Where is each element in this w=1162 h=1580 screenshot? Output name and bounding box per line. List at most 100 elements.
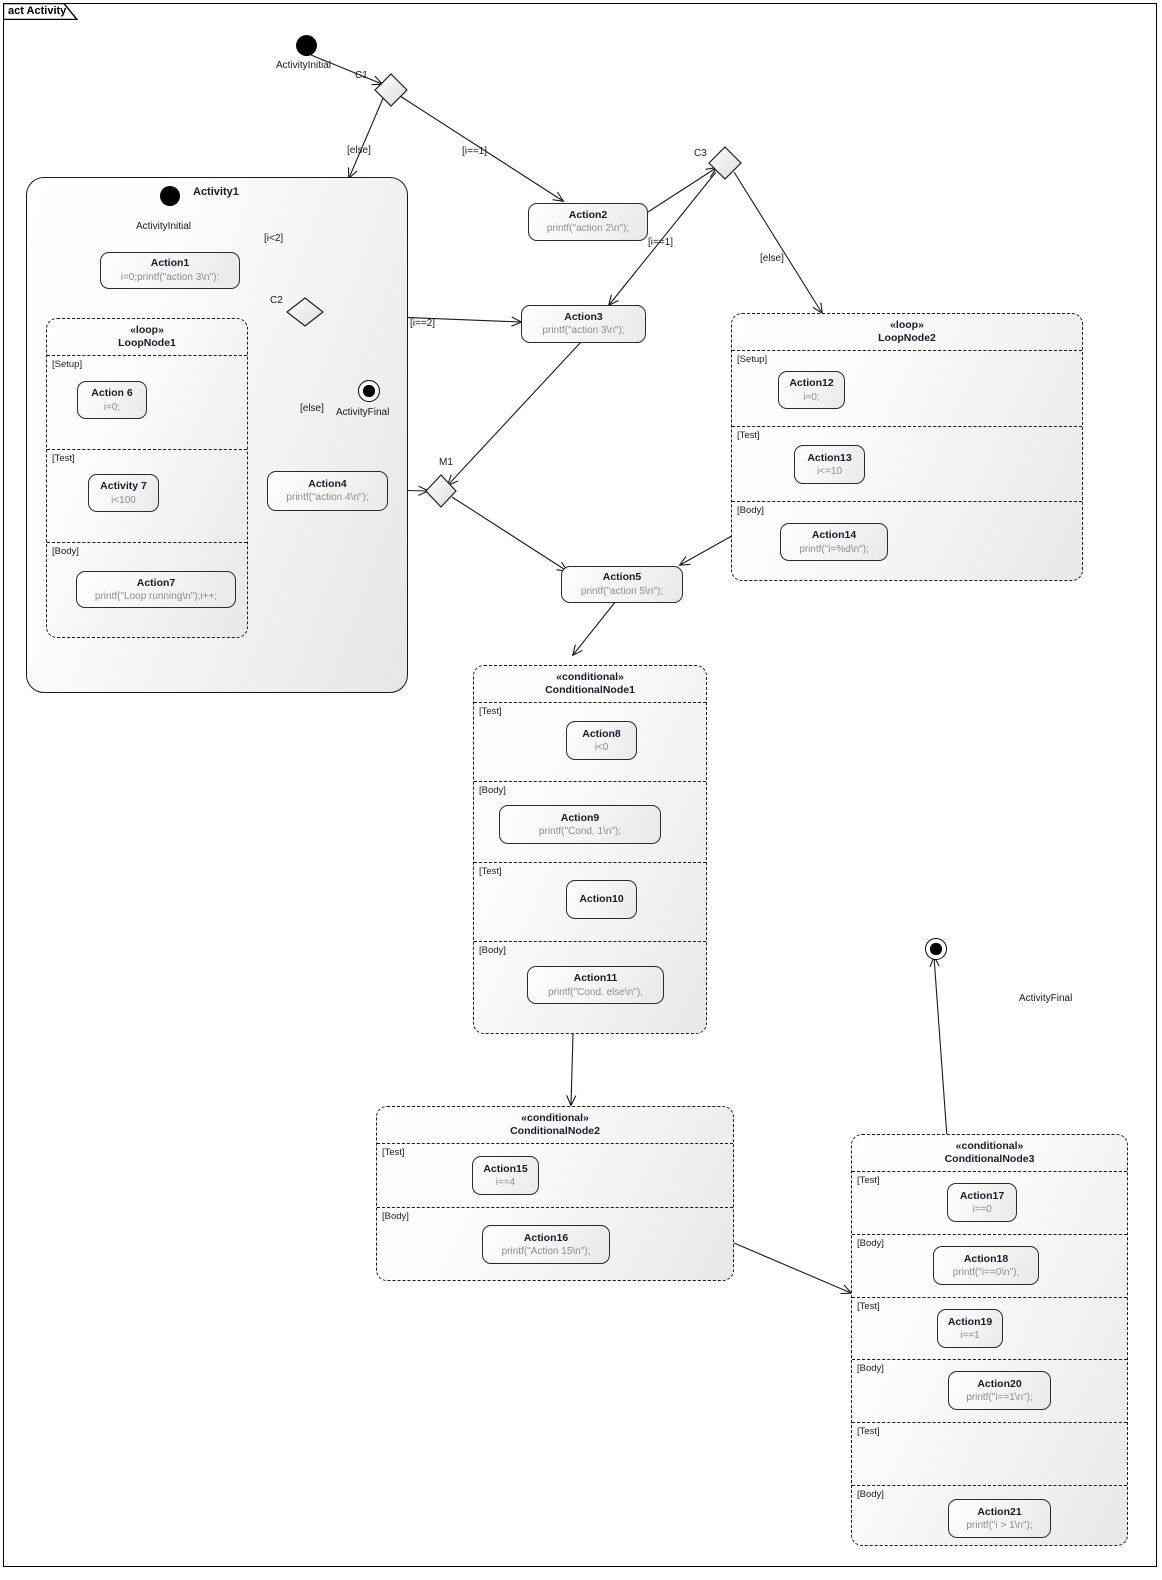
action-name: Action2 — [568, 208, 608, 221]
guard-c2-i-lt-2: [i<2] — [264, 233, 284, 244]
section-label: [Test] — [382, 1147, 405, 1159]
action-node-action3[interactable]: Action3 printf("action 3\n"); — [521, 305, 646, 343]
section-label: [Test] — [857, 1301, 880, 1313]
structured-node-conditionalnode2[interactable]: «conditional» ConditionalNode2 [Test] Ac… — [376, 1106, 734, 1281]
action-body: i=0; — [803, 391, 820, 403]
section-label: [Body] — [479, 785, 506, 797]
action-node-action13[interactable]: Action13 i<=10 — [794, 445, 865, 485]
activity-initial-node-top[interactable] — [296, 35, 317, 56]
section-label: [Body] — [857, 1238, 884, 1250]
activity-final-node-right[interactable] — [925, 938, 947, 960]
action-body: printf("Action 15\n"); — [501, 1246, 591, 1258]
section-label: [Body] — [857, 1363, 884, 1375]
section-test-3: [Test] — [852, 1423, 1127, 1487]
section-label: [Test] — [857, 1175, 880, 1187]
action-body: printf("action 2\n"); — [546, 223, 630, 235]
section-body: [Body] Action16 printf("Action 15\n"); — [377, 1208, 733, 1280]
action-name: Activity 7 — [100, 480, 147, 493]
section-test: [Test] Action13 i<=10 — [732, 427, 1082, 503]
activity-final-node-activity1[interactable] — [358, 380, 380, 402]
action-node-action20[interactable]: Action20 printf("i==1\n"); — [948, 1371, 1051, 1411]
action-node-action14[interactable]: Action14 printf("i=%d\n"); — [780, 523, 888, 562]
action-node-action19[interactable]: Action19 i==1 — [937, 1309, 1003, 1349]
structured-node-loopnode1[interactable]: «loop» LoopNode1 [Setup] Action 6 i=0; [… — [46, 318, 248, 638]
section-test-1: [Test] Action8 i<0 — [474, 703, 706, 783]
stereotype: «loop» — [890, 319, 924, 331]
action-body: i==0 — [972, 1204, 992, 1216]
stereotype: «conditional» — [955, 1140, 1024, 1152]
guard-c3-else: [else] — [760, 253, 784, 264]
action-node-action15[interactable]: Action15 i==4 — [472, 1156, 539, 1196]
action-name: Action3 — [564, 310, 603, 323]
conditionalnode3-header: «conditional» ConditionalNode3 — [852, 1135, 1127, 1173]
action-node-action9[interactable]: Action9 printf("Cond. 1\n"); — [499, 805, 661, 845]
section-label: [Setup] — [737, 354, 768, 366]
action-body: i<0 — [594, 742, 609, 754]
section-label: [Body] — [737, 505, 764, 517]
section-body-2: [Body] Action11 printf("Cond. else\n"); — [474, 942, 706, 1023]
decision-label-c1: C1 — [355, 70, 368, 81]
stereotype: «conditional» — [521, 1112, 589, 1124]
section-body: [Body] Action14 printf("i=%d\n"); — [732, 502, 1082, 580]
node-name: ConditionalNode3 — [944, 1153, 1035, 1166]
structured-node-conditionalnode1[interactable]: «conditional» ConditionalNode1 [Test] Ac… — [473, 665, 707, 1034]
action-node-action10[interactable]: Action10 — [566, 880, 637, 920]
decision-label-c3: C3 — [694, 148, 707, 159]
node-name: LoopNode2 — [878, 332, 936, 345]
section-test-1: [Test] Action17 i==0 — [852, 1172, 1127, 1236]
action-body: printf("Cond. else\n"); — [548, 986, 643, 998]
action-node-action6[interactable]: Action 6 i=0; — [77, 381, 147, 420]
action-name: Action16 — [523, 1231, 569, 1244]
action-name: Action7 — [136, 576, 176, 589]
action-name: Action1 — [150, 257, 190, 270]
action-node-action8[interactable]: Action8 i<0 — [566, 721, 637, 761]
uml-frame — [3, 3, 1157, 1567]
activity-final-label-activity1: ActivityFinal — [336, 407, 390, 418]
section-label: [Setup] — [52, 359, 83, 371]
activity-initial-node-activity1[interactable] — [160, 186, 180, 206]
final-dot — [363, 385, 375, 397]
section-test-2: [Test] Action19 i==1 — [852, 1298, 1127, 1361]
action-name: Action20 — [977, 1377, 1022, 1390]
action-node-action17[interactable]: Action17 i==0 — [947, 1183, 1017, 1223]
decision-label-c2: C2 — [270, 295, 283, 306]
action-node-action11[interactable]: Action11 printf("Cond. else\n"); — [527, 966, 664, 1005]
section-label: [Body] — [479, 945, 506, 957]
action-name: Action21 — [977, 1505, 1022, 1518]
action-node-action7[interactable]: Action7 printf("Loop running\n");i++; — [76, 571, 236, 609]
action-node-action18[interactable]: Action18 printf("i==0\n"); — [933, 1246, 1039, 1286]
merge-label-m1: M1 — [439, 457, 453, 468]
guard-c2-i-eq-2: [i==2] — [410, 318, 436, 329]
action-name: Action13 — [807, 451, 852, 464]
action-node-action1[interactable]: Action1 i=0;printf("action 3\n"); — [100, 252, 240, 289]
structured-node-loopnode2[interactable]: «loop» LoopNode2 [Setup] Action12 i=0; [… — [731, 313, 1083, 581]
action-name: Action15 — [483, 1162, 528, 1175]
action-node-action5[interactable]: Action5 printf("action 5\n"); — [561, 566, 683, 603]
action-node-action12[interactable]: Action12 i=0; — [778, 371, 845, 410]
action-name: Action12 — [789, 377, 834, 390]
action-body: i<=10 — [816, 466, 843, 478]
action-name: Action10 — [579, 892, 624, 905]
action-node-action4[interactable]: Action4 printf("action 4\n"); — [267, 471, 388, 511]
stereotype: «loop» — [130, 324, 164, 336]
structured-node-conditionalnode3[interactable]: «conditional» ConditionalNode3 [Test] Ac… — [851, 1134, 1128, 1546]
action-node-action21[interactable]: Action21 printf("i > 1\n"); — [948, 1499, 1051, 1539]
action-body: printf("i > 1\n"); — [966, 1520, 1033, 1532]
stereotype: «conditional» — [556, 671, 624, 683]
action-name: Action18 — [963, 1252, 1009, 1265]
action-name: Action17 — [959, 1189, 1005, 1202]
activity1-title: Activity1 — [193, 186, 239, 198]
section-label: [Test] — [479, 706, 502, 718]
action-body: i=0; — [103, 401, 121, 413]
section-label: [Test] — [479, 866, 502, 878]
section-body-1: [Body] Action18 printf("i==0\n"); — [852, 1235, 1127, 1299]
section-label: [Body] — [382, 1211, 409, 1223]
action-node-action2[interactable]: Action2 printf("action 2\n"); — [528, 203, 648, 241]
action-body: i<100 — [111, 494, 136, 506]
action-node-action16[interactable]: Action16 printf("Action 15\n"); — [482, 1225, 610, 1265]
action-body: printf("i=%d\n"); — [799, 543, 869, 555]
guard-c1-i-eq-1: [i==1] — [462, 146, 488, 157]
section-setup: [Setup] Action12 i=0; — [732, 351, 1082, 428]
section-label: [Body] — [52, 546, 79, 558]
action-node-activity7[interactable]: Activity 7 i<100 — [88, 474, 159, 513]
